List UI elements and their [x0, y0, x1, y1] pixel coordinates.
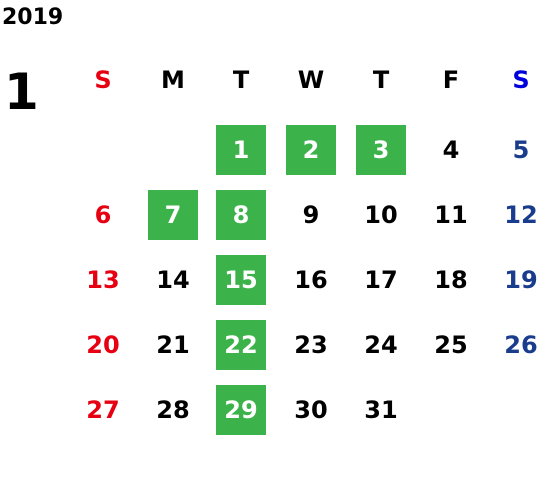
- day-cell-25[interactable]: 25: [434, 331, 468, 359]
- weekday-header: T: [232, 66, 250, 94]
- day-cell-15[interactable]: 15: [216, 255, 266, 305]
- day-cell-7[interactable]: 7: [148, 190, 198, 240]
- day-cell-28[interactable]: 28: [156, 396, 190, 424]
- day-cell-26[interactable]: 26: [504, 331, 538, 359]
- day-cell-17[interactable]: 17: [364, 266, 398, 294]
- month-label: 1: [4, 63, 39, 121]
- day-cell-2[interactable]: 2: [286, 125, 336, 175]
- weekday-header: S: [94, 66, 112, 94]
- day-cell-8[interactable]: 8: [216, 190, 266, 240]
- day-cell-31[interactable]: 31: [364, 396, 398, 424]
- day-cell-9[interactable]: 9: [302, 201, 320, 229]
- day-cell-16[interactable]: 16: [294, 266, 328, 294]
- day-cell-30[interactable]: 30: [294, 396, 328, 424]
- day-cell-4[interactable]: 4: [442, 136, 460, 164]
- day-cell-18[interactable]: 18: [434, 266, 468, 294]
- day-cell-23[interactable]: 23: [294, 331, 328, 359]
- day-cell-6[interactable]: 6: [94, 201, 112, 229]
- day-cell-27[interactable]: 27: [86, 396, 120, 424]
- day-cell-20[interactable]: 20: [86, 331, 120, 359]
- day-cell-3[interactable]: 3: [356, 125, 406, 175]
- weekday-header: W: [297, 66, 325, 94]
- day-cell-19[interactable]: 19: [504, 266, 538, 294]
- day-cell-22[interactable]: 22: [216, 320, 266, 370]
- day-cell-13[interactable]: 13: [86, 266, 120, 294]
- weekday-header: T: [372, 66, 390, 94]
- day-cell-24[interactable]: 24: [364, 331, 398, 359]
- weekday-header: F: [442, 66, 460, 94]
- day-cell-11[interactable]: 11: [434, 201, 468, 229]
- day-cell-1[interactable]: 1: [216, 125, 266, 175]
- day-cell-12[interactable]: 12: [504, 201, 538, 229]
- day-cell-29[interactable]: 29: [216, 385, 266, 435]
- day-cell-5[interactable]: 5: [512, 136, 530, 164]
- year-label: 2019: [2, 5, 64, 30]
- day-cell-10[interactable]: 10: [364, 201, 398, 229]
- day-cell-14[interactable]: 14: [156, 266, 190, 294]
- weekday-header: M: [161, 66, 185, 94]
- day-cell-21[interactable]: 21: [156, 331, 190, 359]
- weekday-header: S: [512, 66, 530, 94]
